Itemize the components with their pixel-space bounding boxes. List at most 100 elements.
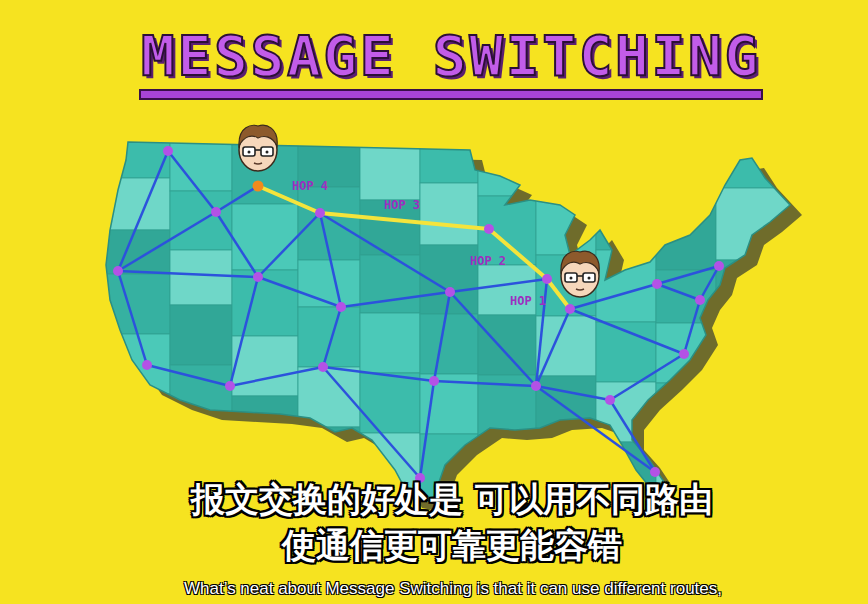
state-patch	[232, 396, 298, 456]
map-shadow	[118, 152, 802, 512]
network-link	[118, 151, 168, 271]
network-link	[323, 307, 341, 367]
network-link	[700, 266, 719, 300]
map-border	[106, 142, 790, 502]
network-link	[434, 381, 536, 386]
state-patch	[716, 384, 800, 444]
router-dot	[445, 287, 455, 297]
router-dot	[336, 302, 346, 312]
network-link	[610, 400, 655, 472]
state-patch	[420, 183, 478, 245]
state-patch	[478, 265, 536, 315]
message-route	[258, 186, 570, 309]
network-link	[258, 213, 320, 277]
router-dot	[484, 224, 494, 234]
network-link	[258, 277, 341, 307]
state-patch	[100, 178, 170, 230]
state-patch	[360, 130, 420, 200]
subtitle-en: What’s neat about Message Switching is t…	[184, 580, 722, 599]
state-patch	[716, 324, 800, 384]
state-patch	[232, 204, 298, 270]
network-link	[118, 212, 216, 271]
network-link	[420, 381, 434, 478]
router-dot	[253, 272, 263, 282]
state-patch	[478, 130, 536, 196]
hop-label: HOP 4	[292, 180, 328, 192]
state-patch	[656, 130, 716, 205]
network-links	[118, 151, 719, 478]
subtitle-zh: 报文交换的好处是 可以用不同路由	[191, 481, 713, 518]
router-dot	[211, 207, 221, 217]
router-dot	[318, 362, 328, 372]
state-patch	[716, 444, 800, 514]
state-patch	[170, 250, 232, 305]
network-link	[118, 271, 147, 365]
network-link	[323, 367, 434, 381]
router-dot	[113, 266, 123, 276]
state-patch	[420, 130, 478, 183]
network-link	[536, 386, 655, 472]
network-link	[230, 277, 258, 386]
state-patch	[100, 394, 170, 464]
router-dot	[531, 381, 541, 391]
router-dot	[142, 360, 152, 370]
network-link	[168, 151, 216, 212]
network-link	[610, 354, 684, 400]
router-dot	[679, 349, 689, 359]
network-nodes	[113, 146, 724, 483]
state-patch	[656, 270, 716, 323]
router-dot	[652, 279, 662, 289]
router-dot	[163, 146, 173, 156]
state-patch	[596, 130, 656, 192]
network-link	[657, 284, 700, 300]
state-patch	[536, 179, 596, 255]
network-link	[118, 271, 258, 277]
title: MESSAGE SWITCHING	[141, 28, 761, 84]
network-link	[684, 300, 700, 354]
network-link	[450, 279, 547, 292]
person-head	[239, 125, 277, 171]
router-dot	[695, 295, 705, 305]
state-patch	[656, 205, 716, 270]
hop-label: HOP 1	[510, 295, 546, 307]
subtitle-zh: 使通信更可靠更能容错	[282, 527, 622, 564]
network-link	[320, 213, 341, 307]
router-dot	[429, 376, 439, 386]
state-patch	[716, 188, 800, 260]
router-dot	[714, 261, 724, 271]
state-patch	[298, 130, 360, 187]
network-link	[216, 186, 258, 212]
network-link	[216, 212, 258, 277]
destination-dot	[253, 181, 264, 192]
state-patch	[100, 230, 170, 274]
hop-label: HOP 3	[384, 199, 420, 211]
state-patch	[170, 305, 232, 365]
router-dot	[225, 381, 235, 391]
router-dot	[605, 395, 615, 405]
network-link	[570, 309, 684, 354]
state-patches	[100, 130, 800, 526]
state-patch	[716, 260, 800, 324]
state-patch	[232, 336, 298, 396]
state-patch	[536, 130, 596, 179]
state-patch	[298, 307, 360, 367]
state-patch	[170, 130, 232, 191]
state-patch	[656, 323, 716, 383]
person-head	[561, 251, 599, 297]
network-link	[434, 292, 450, 381]
network-link	[323, 367, 420, 478]
state-patch	[536, 376, 596, 436]
title-underline	[140, 90, 762, 99]
hop-label: HOP 2	[470, 255, 506, 267]
router-dot	[542, 274, 552, 284]
state-patch	[360, 200, 420, 255]
network-link	[341, 292, 450, 307]
router-dot	[650, 467, 660, 477]
state-patch	[298, 260, 360, 307]
state-patch	[360, 373, 420, 433]
router-dot	[315, 208, 325, 218]
network-link	[230, 367, 323, 386]
router-dot	[565, 304, 575, 314]
network-link	[147, 365, 230, 386]
